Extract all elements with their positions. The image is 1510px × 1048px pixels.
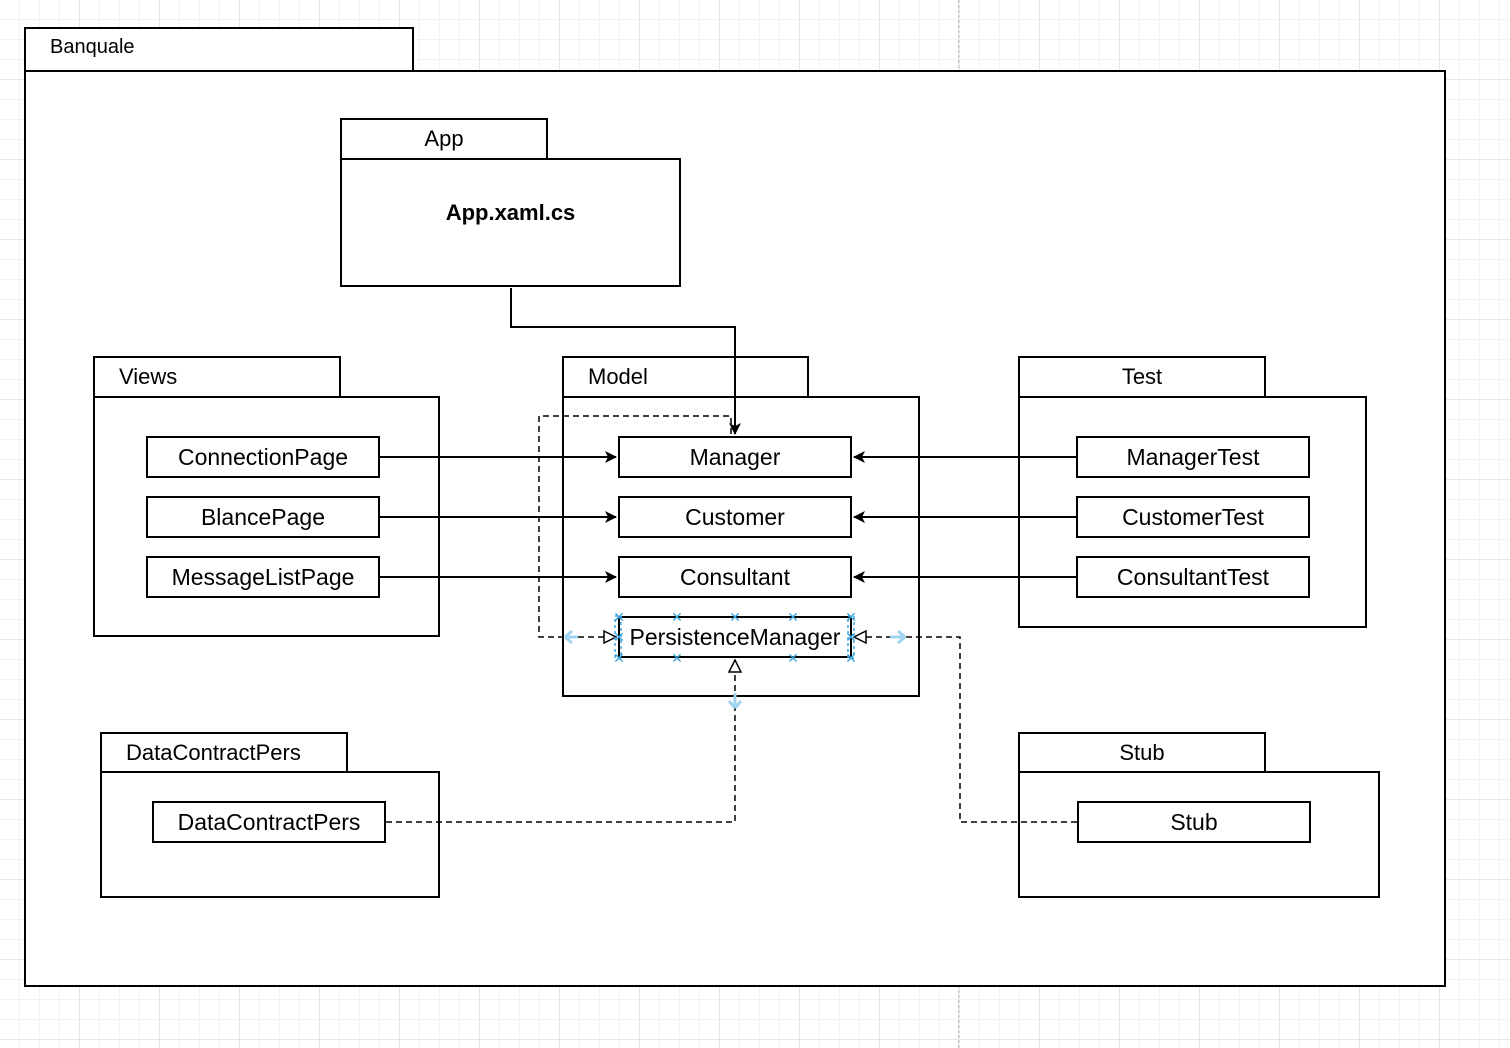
drag-arrow-down[interactable] bbox=[727, 693, 743, 709]
drag-arrow-right[interactable] bbox=[890, 629, 906, 645]
selection-outline-right bbox=[847, 615, 855, 659]
class-data-contract-pers[interactable]: DataContractPers bbox=[152, 801, 386, 843]
handle-x-icon[interactable]: ✕ bbox=[613, 650, 625, 666]
edge-manager-to-persistence[interactable] bbox=[538, 415, 732, 637]
handle-x-icon[interactable]: ✕ bbox=[671, 609, 683, 625]
package-tab-test[interactable]: Test bbox=[1018, 356, 1266, 398]
class-connection-page[interactable]: ConnectionPage bbox=[146, 436, 380, 478]
app-main-label: App.xaml.cs bbox=[445, 200, 576, 225]
handle-x-icon[interactable]: ✕ bbox=[729, 609, 741, 625]
package-tab-banquale[interactable]: Banquale bbox=[24, 27, 414, 72]
class-manager-test[interactable]: ManagerTest bbox=[1076, 436, 1310, 478]
class-message-list-page[interactable]: MessageListPage bbox=[146, 556, 380, 598]
edge-app-to-manager[interactable] bbox=[510, 288, 741, 435]
drag-arrow-left[interactable] bbox=[564, 629, 578, 645]
class-consultant[interactable]: Consultant bbox=[618, 556, 852, 598]
app-xaml-cs-box[interactable]: App.xaml.cs bbox=[340, 158, 681, 287]
package-tab-views[interactable]: Views bbox=[93, 356, 341, 398]
handle-x-icon[interactable]: ✕ bbox=[613, 609, 625, 625]
class-customer[interactable]: Customer bbox=[618, 496, 852, 538]
handle-x-icon[interactable]: ✕ bbox=[787, 650, 799, 666]
handle-x-icon[interactable]: ✕ bbox=[671, 650, 683, 666]
edge-datacontract-to-persistence[interactable] bbox=[386, 660, 735, 823]
edge-stub-to-persistence[interactable] bbox=[854, 637, 1077, 823]
class-consultant-test[interactable]: ConsultantTest bbox=[1076, 556, 1310, 598]
handle-x-icon[interactable]: ✕ bbox=[845, 609, 857, 625]
handle-x-icon[interactable]: ✕ bbox=[613, 629, 625, 645]
selection-handles[interactable] bbox=[564, 615, 906, 709]
class-manager[interactable]: Manager bbox=[618, 436, 852, 478]
package-tab-app[interactable]: App bbox=[340, 118, 548, 160]
handle-x-icon[interactable]: ✕ bbox=[787, 609, 799, 625]
selection-outline-left bbox=[614, 615, 622, 659]
package-tab-model[interactable]: Model bbox=[562, 356, 809, 398]
handle-x-icon[interactable]: ✕ bbox=[845, 629, 857, 645]
class-stub[interactable]: Stub bbox=[1077, 801, 1311, 843]
handle-x-icon[interactable]: ✕ bbox=[845, 650, 857, 666]
class-customer-test[interactable]: CustomerTest bbox=[1076, 496, 1310, 538]
class-blance-page[interactable]: BlancePage bbox=[146, 496, 380, 538]
class-persistence-manager[interactable]: PersistenceManager bbox=[618, 616, 852, 658]
